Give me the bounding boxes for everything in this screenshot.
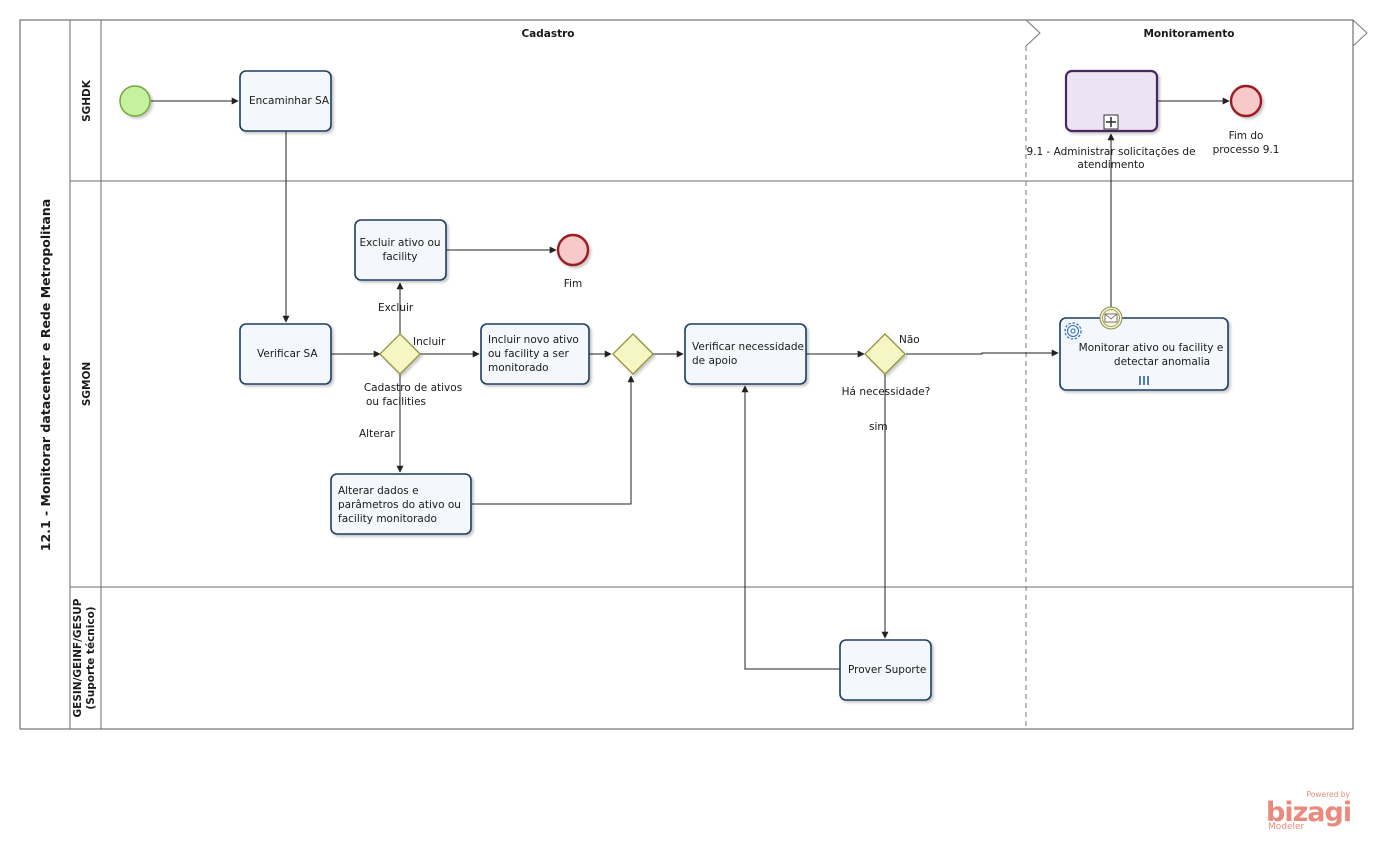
gateway-label: ou facilities [366,396,426,408]
flow-label-alterar: Alterar [359,428,395,440]
task-monitorar-ativo[interactable]: Monitorar ativo ou facility e detectar a… [1059,317,1229,391]
lane-title-suporte: (Suporte técnico) [85,606,97,709]
envelope-icon[interactable] [1099,306,1123,330]
pool-title: 12.1 - Monitorar datacenter e Rede Metro… [38,199,53,551]
gateway-label: Há necessidade? [842,386,931,398]
gear-icon [1064,322,1082,340]
start-event[interactable] [119,85,151,117]
end-event-label: processo 9.1 [1213,144,1280,156]
watermark-powered: Powered by [1306,790,1350,799]
flow-label-excluir: Excluir [378,302,414,314]
task-verificar-sa[interactable]: Verificar SA [239,323,332,385]
task-label: Encaminhar SA [249,95,330,107]
task-incluir-ativo[interactable]: Incluir novo ativo ou facility a ser mon… [480,323,590,385]
lane-title-sghdk: SGHDK [81,79,93,122]
task-label: parâmetros do ativo ou [338,499,461,511]
lane-title-sgmon: SGMON [81,362,93,406]
task-label: detectar anomalia [1114,356,1210,368]
task-label: de apoio [692,355,737,367]
bizagi-watermark: Powered by bizagi Modeler [1262,790,1354,834]
task-label: Incluir novo ativo [488,334,579,346]
plus-icon [1103,114,1119,130]
flow-label-sim: sim [869,421,888,433]
task-alterar-dados[interactable]: Alterar dados e parâmetros do ativo ou f… [330,473,472,535]
task-label: Alterar dados e [338,485,419,497]
phase-title-monitoramento: Monitoramento [1143,28,1234,40]
subprocess-administrar[interactable]: 9.1 - Administrar solicitações de atendi… [1026,69,1196,171]
gateway-cadastro[interactable]: Cadastro de ativos ou facilities [364,333,462,408]
flow-label-nao: Não [899,334,920,346]
subprocess-label: 9.1 - Administrar solicitações de [1026,146,1195,158]
watermark-modeler: Modeler [1268,822,1305,832]
flow-prover-apoio [741,385,840,670]
end-event-fim[interactable]: Fim [556,233,590,290]
sequence-flows [151,97,1230,670]
end-event-label: Fim [564,278,582,290]
task-label: facility monitorado [338,513,437,525]
task-label: Prover Suporte [848,664,926,676]
task-prover-suporte[interactable]: Prover Suporte [839,639,932,701]
task-verificar-necessidade[interactable]: Verificar necessidade de apoio [684,323,807,385]
task-label: Excluir ativo ou [359,237,440,249]
task-label: monitorado [488,362,549,374]
gateway-necessidade[interactable]: Há necessidade? [842,333,931,398]
gateway-merge[interactable] [612,333,654,375]
bizagi-logo: bizagi [1266,797,1352,828]
flow-nao [906,349,1059,357]
task-encaminhar-sa[interactable]: Encaminhar SA [239,70,332,132]
flow-alterar-merge [471,375,635,505]
task-label: ou facility a ser [488,348,569,360]
multi-instance-icon [1139,376,1149,385]
task-label: facility [383,251,418,263]
gateway-label: Cadastro de ativos [364,382,462,394]
task-label: Monitorar ativo ou facility e [1079,342,1224,354]
phase-title-cadastro: Cadastro [521,28,574,40]
task-label: Verificar SA [257,348,318,360]
flow-label-incluir: Incluir [413,336,446,348]
end-event-label: Fim do [1229,130,1264,142]
lane-title-gesin: GESIN/GEINF/GESUP [72,598,84,717]
task-excluir-ativo[interactable]: Excluir ativo ou facility [354,219,447,281]
subprocess-label: atendimento [1077,159,1144,171]
task-label: Verificar necessidade [692,341,804,353]
end-event-fim-processo[interactable]: Fim do processo 9.1 [1213,84,1280,156]
